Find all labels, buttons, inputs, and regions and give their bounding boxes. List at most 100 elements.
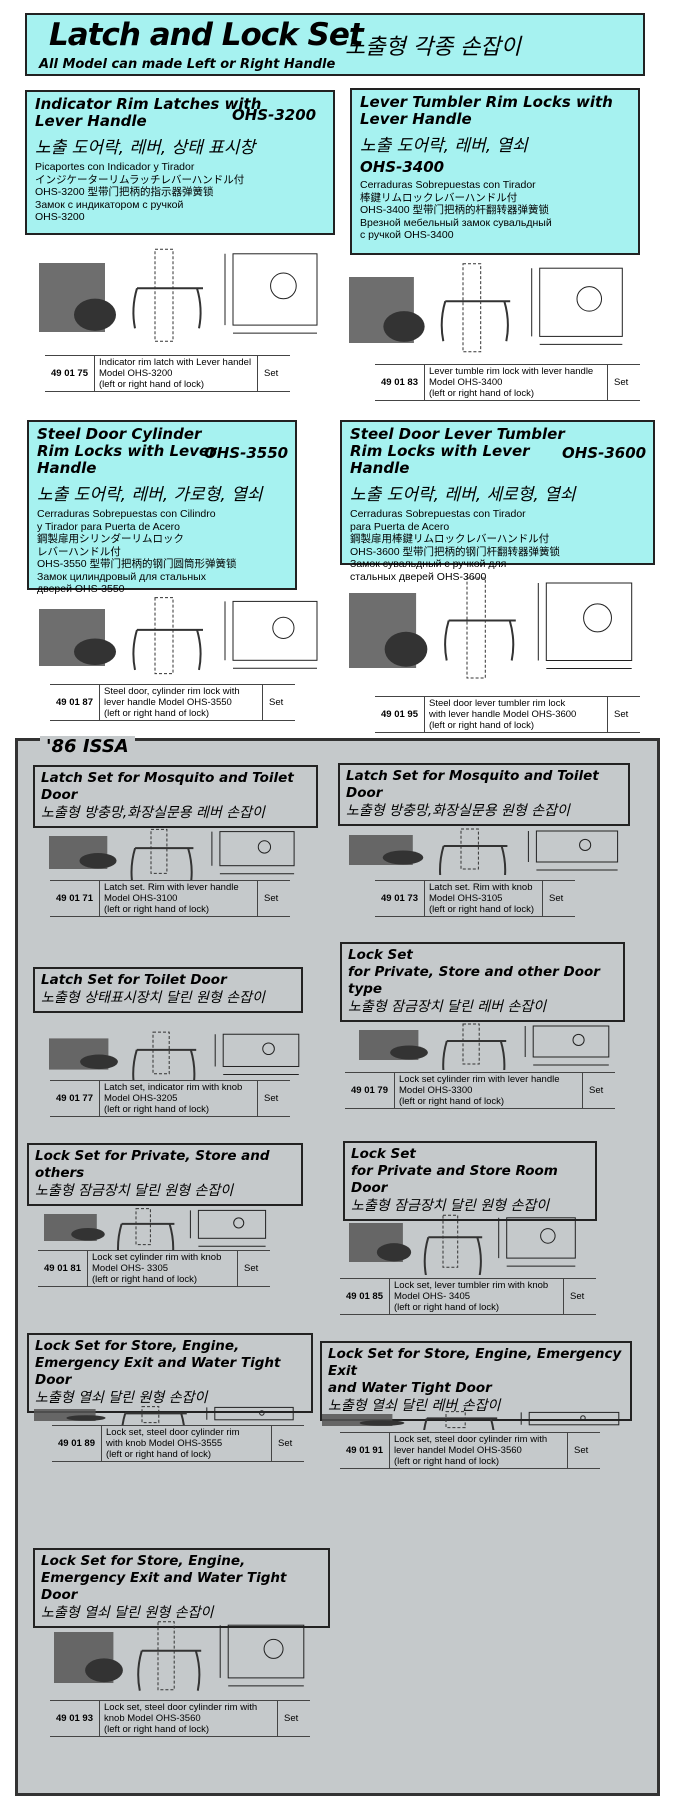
description-line: Latch set, indicator rim with knob [104,1082,243,1093]
korean-title: 노출형 방충망,화장실문용 원형 손잡이 [346,803,570,819]
lock-drawing-icon [322,1411,620,1459]
description-line: 鋼製扉用棒鍵リムロックレバーハンドル付 [350,533,550,545]
lock-drawing-icon [349,1214,576,1278]
description-line: レバーハンドル付 [37,545,121,558]
lock-drawing-icon [359,1023,610,1082]
description-line: Lock set, steel door cylinder rim with [104,1702,258,1713]
product-title: Lock Set [351,1146,416,1162]
product-title: Indicator Rim Latches with Lever Handle [35,95,262,130]
product-drawing [345,1210,590,1278]
product-title: Latch Set for Mosquito and Toilet Door [346,768,599,801]
item-code: 49 01 83 [375,365,425,400]
unit: Set [264,1093,279,1104]
item-code: 49 01 71 [50,881,100,916]
unit: Set [278,1438,293,1449]
unit: Set [284,1713,299,1724]
description-line: Замок цилиндровый для стальных [37,570,206,583]
catalog-row: 49 01 77 Latch set, indicator rim with kn… [50,1080,290,1117]
product-title: Lock Set for Store, Engine, Emergency Ex… [328,1346,622,1379]
description-line: (left or right hand of lock) [394,1302,500,1313]
item-code: 49 01 81 [38,1251,88,1286]
description-line: (left or right hand of lock) [92,1274,198,1285]
item-code: 49 01 77 [50,1081,100,1116]
product-title: Steel Door Cylinder Rim Locks with Lever… [37,425,217,477]
description-line: Model OHS-3105 [429,893,503,904]
product-title: Lock Set for Private, Store and others [35,1148,270,1181]
description-line: (left or right hand of lock) [104,708,210,719]
description-line: Lock set, lever tumbler rim with knob [394,1280,549,1291]
unit: Set [244,1263,259,1274]
product-drawing [45,825,310,889]
product-title: Latch Set for Mosquito and Toilet Door [41,770,294,803]
product-title: for Private and Store Room Door [351,1163,558,1196]
description-line: Cerraduras Sobrepuestas con Tirador [360,179,536,191]
product-title: Lock Set for Store, Engine, [35,1338,240,1354]
lock-drawing-icon [44,1208,267,1265]
product-title: Lever Tumbler Rim Locks with Lever Handl… [360,93,613,128]
product-drawing [35,590,335,685]
product-drawing [45,1028,315,1091]
page-title: Latch and Lock Set [49,17,364,53]
korean-title: 노출 도어락, 레버, 가로형, 열쇠 [37,485,263,505]
description-line: (left or right hand of lock) [106,1449,212,1460]
product-drawing [318,1410,638,1459]
item-code: 49 01 75 [45,356,95,391]
product-title: Emergency Exit and Water Tight Door [35,1355,281,1388]
item-code: 49 01 79 [345,1073,395,1108]
lock-drawing-icon [54,1621,305,1691]
lock-drawing-icon [39,597,318,675]
description-line: para Puerta de Acero [350,520,450,533]
item-code: 49 01 91 [340,1433,390,1468]
item-code: 49 01 73 [375,881,425,916]
description-line: Model OHS-3200 [99,368,173,379]
description-line: Замок с индикатором с ручкой [35,198,184,211]
product-title: and Water Tight Door [328,1380,492,1396]
description-line: Model OHS- 3305 [92,1263,169,1274]
item-code: 49 01 89 [52,1426,102,1461]
product-title: Emergency Exit and Water Tight Door [41,1570,287,1603]
model-number: OHS-3200 [232,106,317,124]
product-drawing [345,568,650,693]
unit: Set [269,697,284,708]
model-number: OHS-3600 [562,444,647,462]
description-line: Врезной мебельный замок сувальдный [360,216,552,229]
description-line: Indicator rim latch with Lever handel [99,357,252,368]
description-line: (left or right hand of lock) [99,379,205,390]
description-line: OHS-3200 [35,211,85,223]
description-line: 棒鍵リムロックレバーハンドル付 [360,191,518,204]
description-line: Model OHS-3300 [399,1085,473,1096]
korean-title: 노출형 잠금장치 달린 레버 손잡이 [348,999,547,1015]
unit: Set [570,1291,585,1302]
description-line: OHS-3600 型带门把柄的钢门杆翻转器弹簧锁 [350,545,561,558]
description-line: with knob Model OHS-3555 [106,1438,223,1449]
description-line: стальных дверей OHS-3600 [350,570,487,583]
description-line: с ручкой OHS-3400 [360,229,454,241]
description-line: (left or right hand of lock) [104,904,210,915]
description-line: (left or right hand of lock) [429,904,535,915]
catalog-row: 49 01 75 Indicator rim latch with Lever h… [45,355,290,392]
description-line: (left or right hand of lock) [104,1104,210,1115]
unit: Set [264,368,279,379]
product-title: Steel Door Lever Tumbler Rim Locks with … [350,425,565,477]
description-line: Model OHS-3205 [104,1093,178,1104]
product-drawing [50,1615,320,1700]
description-line: y Tirador para Puerta de Acero [37,520,180,533]
korean-title: 노출 도어락, 레버, 세로형, 열쇠 [350,485,576,505]
unit: Set [264,893,279,904]
description-line: Steel door, cylinder rim lock with [104,686,240,697]
model-number: OHS-3400 [360,158,445,176]
description-line: Cerraduras Sobrepuestas con Cilindro [37,508,216,520]
unit: Set [549,893,564,904]
